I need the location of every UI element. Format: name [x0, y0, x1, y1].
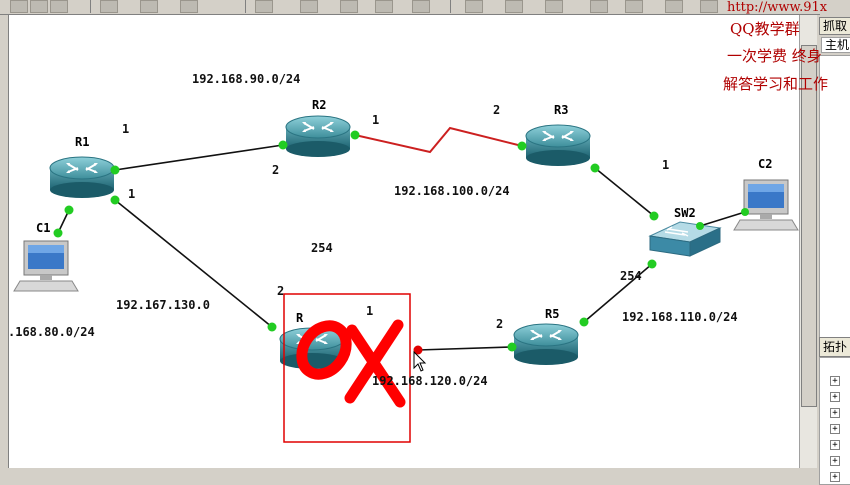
toolbar-button[interactable]	[665, 0, 683, 13]
toolbar-separator	[90, 0, 91, 13]
port-label: 1	[372, 113, 380, 127]
toolbar	[0, 0, 820, 15]
network-label: 192.168.100.0/24	[394, 184, 510, 198]
tab-host[interactable]: 主机	[821, 37, 850, 53]
link-sw2-c2	[699, 211, 746, 227]
host-list	[819, 55, 850, 342]
node-label-r1: R1	[75, 135, 90, 149]
network-label: 192.167.130.0	[116, 298, 210, 312]
node-label-r4: R	[296, 311, 304, 325]
topology-summary-tree: + + + + + + +	[819, 357, 850, 485]
pc-c1-icon	[13, 240, 79, 292]
toolbar-button[interactable]	[465, 0, 483, 13]
watermark-line2: 一次学费 终身	[727, 47, 822, 65]
port-label: 254	[620, 269, 642, 283]
watermark-line3: 解答学习和工作	[723, 75, 829, 93]
network-label: 192.168.110.0/24	[622, 310, 738, 324]
router-r2-icon	[285, 115, 351, 158]
pc-c2-icon	[733, 179, 799, 231]
topology-diagram	[13, 115, 799, 443]
node-label-r2: R2	[312, 98, 327, 112]
toolbar-button[interactable]	[505, 0, 523, 13]
toolbar-button[interactable]	[300, 0, 318, 13]
port-label: 1	[128, 187, 136, 201]
toolbar-button[interactable]	[700, 0, 718, 13]
tab-capture[interactable]: 抓取	[819, 17, 850, 35]
toolbar-button[interactable]	[375, 0, 393, 13]
link-r3-sw2	[594, 167, 655, 217]
annotation-box	[283, 293, 411, 443]
link-r1-r4	[114, 199, 273, 328]
toolbar-button[interactable]	[340, 0, 358, 13]
toolbar-button[interactable]	[100, 0, 118, 13]
expand-icon[interactable]: +	[830, 424, 840, 434]
port-label: 2	[493, 103, 501, 117]
port-label: 1	[122, 122, 130, 136]
scrollbar-thumb[interactable]	[801, 45, 817, 407]
link-sw2-r5	[583, 263, 653, 323]
port-label: 254	[311, 241, 333, 255]
node-label-c1: C1	[36, 221, 51, 235]
toolbar-button[interactable]	[10, 0, 28, 13]
expand-icon[interactable]: +	[830, 440, 840, 450]
toolbar-button[interactable]	[50, 0, 68, 13]
toolbar-separator	[245, 0, 246, 13]
node-label-sw2: SW2	[674, 206, 696, 220]
router-r3-icon	[525, 124, 591, 167]
node-label-r3: R3	[554, 103, 569, 117]
topology-summary-header: 拓扑	[819, 337, 850, 357]
port-label: 2	[272, 163, 280, 177]
expand-icon[interactable]: +	[830, 376, 840, 386]
expand-icon[interactable]: +	[830, 392, 840, 402]
toolbar-button[interactable]	[590, 0, 608, 13]
toolbar-button[interactable]	[180, 0, 198, 13]
vertical-scrollbar[interactable]	[799, 15, 817, 468]
network-label: 192.168.90.0/24	[192, 72, 301, 86]
node-label-r5: R5	[545, 307, 560, 321]
port-down-dot	[413, 345, 423, 355]
expand-icon[interactable]: +	[830, 456, 840, 466]
link-r1-r2	[114, 144, 284, 171]
link-r2-r3-serial	[354, 126, 523, 154]
link-r4-r5	[417, 346, 513, 351]
annotation-ox	[296, 319, 406, 408]
toolbar-button[interactable]	[412, 0, 430, 13]
watermark-url: http://www.91x	[727, 0, 828, 15]
toolbar-separator	[450, 0, 451, 13]
port-label: 1	[662, 158, 670, 172]
node-label-c2: C2	[758, 157, 773, 171]
switch-sw2-icon	[648, 221, 722, 257]
network-label: .168.80.0/24	[8, 325, 95, 339]
port-label: 2	[277, 284, 285, 298]
router-r5-icon	[513, 323, 579, 366]
port-label: 1	[366, 304, 374, 318]
toolbar-button[interactable]	[30, 0, 48, 13]
expand-icon[interactable]: +	[830, 472, 840, 482]
router-r1-icon	[49, 156, 115, 199]
watermark-line1: QQ教学群	[730, 20, 800, 38]
expand-icon[interactable]: +	[830, 408, 840, 418]
toolbar-button[interactable]	[625, 0, 643, 13]
toolbar-button[interactable]	[545, 0, 563, 13]
port-label: 2	[496, 317, 504, 331]
toolbar-button[interactable]	[255, 0, 273, 13]
toolbar-button[interactable]	[140, 0, 158, 13]
network-label: 192.168.120.0/24	[372, 374, 488, 388]
port-status-dots	[53, 130, 749, 352]
